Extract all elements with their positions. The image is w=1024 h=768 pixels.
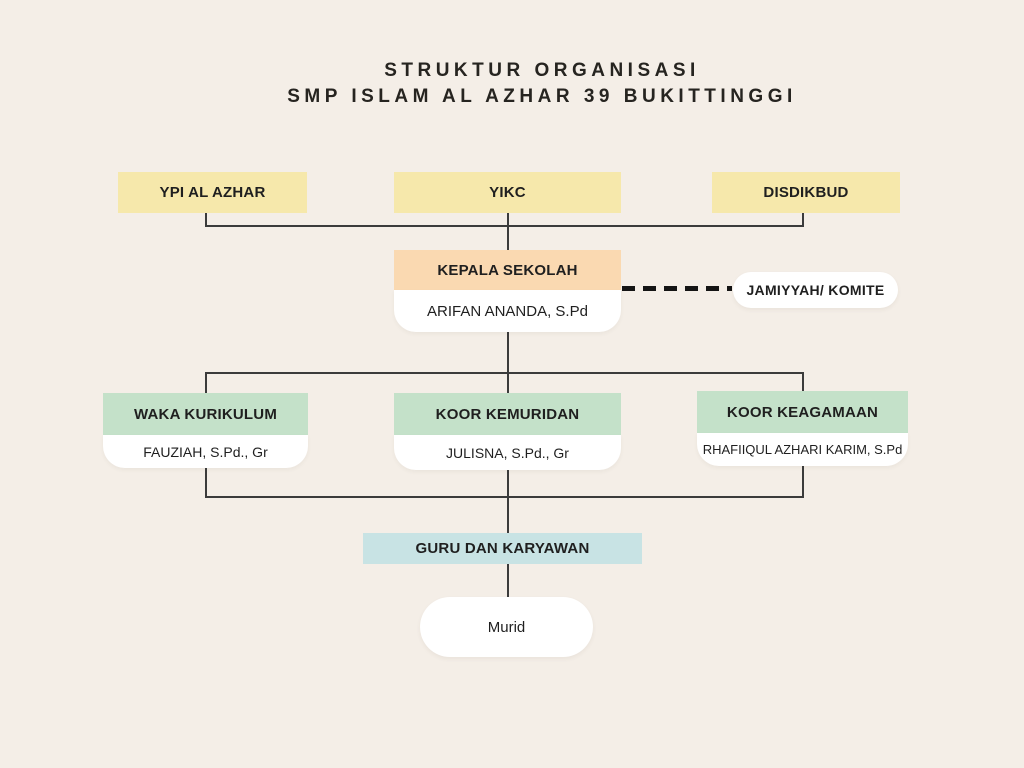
node-koor-keagamaan-name: RHAFIIQUL AZHARI KARIM, S.Pd (697, 433, 908, 466)
node-guru-dan-karyawan: GURU DAN KARYAWAN (363, 533, 642, 564)
node-koor-keagamaan-title: KOOR KEAGAMAAN (697, 391, 908, 433)
node-disdikbud: DISDIKBUD (712, 172, 900, 213)
node-jamiyyah-komite: JAMIYYAH/ KOMITE (733, 272, 898, 308)
connector-waka-drop (205, 372, 207, 393)
node-label: JAMIYYAH/ KOMITE (746, 282, 885, 298)
node-waka-kurikulum-name: FAUZIAH, S.Pd., Gr (103, 435, 308, 468)
node-yikc: YIKC (394, 172, 621, 213)
page-title: STRUKTUR ORGANISASI SMP ISLAM AL AZHAR 3… (200, 58, 884, 110)
connector-bottom-horizontal (205, 496, 804, 498)
person-name: RHAFIIQUL AZHARI KARIM, S.Pd (702, 442, 903, 457)
connector-committee-dashed (622, 286, 732, 291)
connector-keagamaan-down (802, 466, 804, 498)
node-label: YIKC (489, 184, 526, 201)
node-label: WAKA KURIKULUM (133, 405, 278, 423)
node-kepala-sekolah-name: ARIFAN ANANDA, S.Pd (394, 290, 621, 332)
connector-kemuridan-drop (507, 372, 509, 393)
title-line-2: SMP ISLAM AL AZHAR 39 BUKITTINGGI (287, 86, 797, 107)
person-name: JULISNA, S.Pd., Gr (446, 444, 569, 461)
person-name: FAUZIAH, S.Pd., Gr (143, 443, 268, 460)
connector-middle-horizontal (205, 372, 804, 374)
connector-to-staff (507, 496, 509, 533)
node-waka-kurikulum-title: WAKA KURIKULUM (103, 393, 308, 435)
connector-waka-down (205, 468, 207, 498)
node-kepala-sekolah-title: KEPALA SEKOLAH (394, 250, 621, 290)
node-murid: Murid (420, 597, 593, 657)
node-label: KOOR KEMURIDAN (435, 405, 580, 423)
node-koor-kemuridan-name: JULISNA, S.Pd., Gr (394, 435, 621, 470)
connector-ypi-drop (205, 213, 207, 227)
person-name: ARIFAN ANANDA, S.Pd (427, 302, 588, 320)
connector-yikc-to-principal (507, 213, 509, 250)
node-label: KEPALA SEKOLAH (437, 261, 578, 279)
title-line-1: STRUKTUR ORGANISASI (384, 60, 700, 81)
connector-kemuridan-down (507, 470, 509, 498)
node-koor-kemuridan-title: KOOR KEMURIDAN (394, 393, 621, 435)
node-label: Murid (487, 618, 526, 636)
connector-disdikbud-drop (802, 213, 804, 227)
connector-to-students (507, 564, 509, 597)
connector-keagamaan-drop (802, 372, 804, 391)
node-label: YPI AL AZHAR (159, 184, 266, 201)
node-label: DISDIKBUD (763, 184, 849, 201)
connector-principal-drop (507, 332, 509, 374)
node-label: GURU DAN KARYAWAN (415, 540, 590, 557)
connector-top-horizontal (205, 225, 804, 227)
node-ypi-al-azhar: YPI AL AZHAR (118, 172, 307, 213)
node-label: KOOR KEAGAMAAN (726, 403, 879, 421)
